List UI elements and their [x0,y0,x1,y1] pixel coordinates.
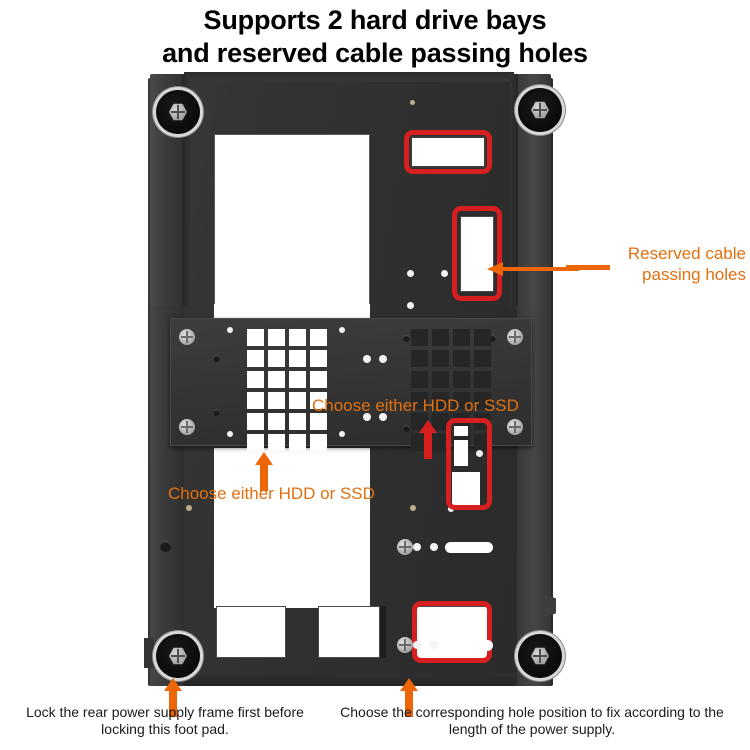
bracket-pair-hole [379,355,387,363]
cutout-main-window [214,134,370,327]
label-hdd-or-ssd-right: Choose either HDD or SSD [312,396,519,415]
bracket-hole-dark [403,335,410,342]
bracket-hole [227,327,233,333]
reserved-cable-hole-vertical [460,216,494,292]
cutout-bottom-middle-shadow [380,606,386,658]
hdd-vent-grid-white [247,329,327,451]
chassis-bottom-cap [184,674,514,686]
arrow-psu-hole-icon [400,678,418,718]
arrow-foot-pad-icon [164,678,182,718]
bracket-screw-tr [507,329,523,345]
arrow-tip-icon [487,262,503,276]
foot-screw-bottom-right [518,634,562,678]
reserved-cable-pointer-arrow [487,262,579,276]
ssd-slot-mid [454,440,468,466]
mount-hole [186,505,192,511]
highlight-box-ssd [446,418,492,510]
arrow-head-icon [164,678,182,691]
cutout-lower-open-area [214,448,370,608]
mount-hole [407,302,414,309]
cutout-bottom-left [216,606,286,658]
psu-hole-lower-1 [413,641,421,649]
caption-psu-hole-position: Choose the corresponding hole position t… [340,704,724,737]
chassis-illustration [144,72,562,686]
psu-hole-upper-2 [430,543,438,551]
rail-right-upper-edge [510,74,518,306]
hdd-mounting-bracket [170,318,532,451]
bracket-hole-dark [489,335,496,342]
screw-head-icon [531,101,549,119]
arrow-shaft [424,431,432,459]
arrow-hdd-left-icon [255,452,273,492]
psu-slot-lower [445,640,493,651]
bracket-pair-hole [363,413,371,421]
highlight-box-psu-hole [412,601,492,663]
chassis-top-cap [184,72,514,82]
bracket-hole-dark [403,425,410,432]
bracket-hole-dark [213,355,220,362]
bracket-hole [227,431,233,437]
psu-slot-upper [445,542,493,553]
bracket-hole [339,327,345,333]
psu-hole-lower-2 [430,641,438,649]
highlight-box-cable-horizontal [404,130,492,174]
mount-hole-dark [160,541,171,552]
bracket-hole-dark [213,409,220,416]
reserved-cable-hole-horizontal [410,136,486,168]
foot-screw-top-right [518,88,562,132]
bracket-screw-bl [179,419,195,435]
bracket-screw-tl [179,329,195,345]
label-reserved-cable-line-1: Reserved cable [627,244,746,263]
title-line-1: Supports 2 hard drive bays [203,5,547,35]
ssd-mount-hole [476,450,483,457]
screw-head-icon [169,103,187,121]
screw-head-icon [169,647,187,665]
arrow-ssd-right-icon [419,420,437,459]
ssd-cutout [452,472,480,506]
arrow-head-icon [419,420,437,433]
arrow-line [499,267,579,271]
chassis-left-tab [144,638,154,668]
screw-head-icon [531,647,549,665]
bracket-hole [339,431,345,437]
psu-hole-upper-1 [413,543,421,551]
label-reserved-cable: Reserved cable passing holes [608,243,746,285]
reserved-cable-underline [566,265,610,270]
highlight-box-cable-vertical [452,206,502,301]
mount-hole [410,100,415,105]
label-reserved-cable-line-2: passing holes [642,265,746,284]
title-line-2: and reserved cable passing holes [162,38,588,68]
mount-hole [441,270,448,277]
caption-foot-pad: Lock the rear power supply frame first b… [26,704,304,737]
mount-hole [407,270,414,277]
cutout-bottom-middle [318,606,380,658]
mount-hole [410,505,416,511]
arrow-head-icon [255,452,273,465]
arrow-shaft [260,463,268,491]
psu-screw-lower [397,637,413,653]
bracket-pair-hole [363,355,371,363]
rail-left-upper-edge [182,74,190,306]
arrow-shaft [169,689,177,717]
bracket-pair-hole [379,413,387,421]
ssd-slot-top [454,426,468,436]
label-hdd-or-ssd-left: Choose either HDD or SSD [168,484,375,503]
foot-screw-top-left [156,90,200,134]
foot-screw-bottom-left [156,634,200,678]
bracket-screw-br [507,419,523,435]
arrow-shaft [405,689,413,717]
page-title: Supports 2 hard drive bays and reserved … [0,4,750,70]
psu-screw-upper [397,539,413,555]
arrow-head-icon [400,678,418,691]
chassis-right-notch [544,594,556,618]
